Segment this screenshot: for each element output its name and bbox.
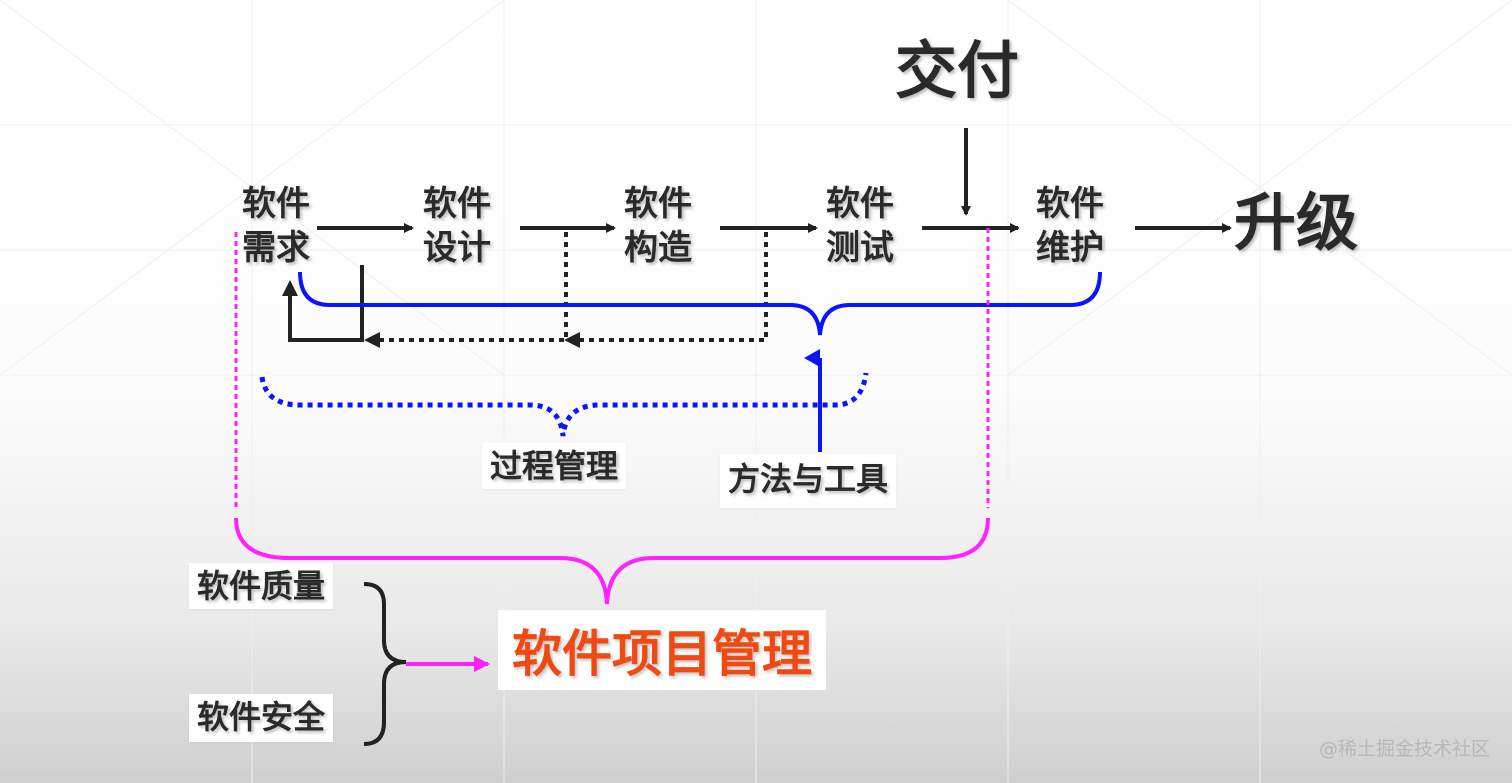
stage-construction: 软件 构造 xyxy=(624,184,692,268)
feedback-loop-arrowhead xyxy=(282,280,298,296)
project-brace xyxy=(234,517,990,605)
software-quality-label: 软件质量 xyxy=(189,563,334,610)
feedback-loop-solid xyxy=(288,265,364,342)
delivery-label: 交付 xyxy=(895,34,1020,107)
feedback-dotted-arrowhead-left xyxy=(364,332,380,348)
stage-design: 软件 设计 xyxy=(423,184,491,268)
stage-requirements: 软件 需求 xyxy=(242,184,310,268)
watermark: @稀土掘金技术社区 xyxy=(1318,738,1490,761)
methods-tools-brace xyxy=(298,271,1102,336)
upgrade-label: 升级 xyxy=(1234,186,1359,259)
process-management-label: 过程管理 xyxy=(482,443,627,490)
feedback-dotted-arrowhead-mid xyxy=(564,332,580,348)
stage-maintenance: 软件 维护 xyxy=(1036,184,1104,268)
quality-security-brace xyxy=(363,582,407,746)
project-management-title: 软件项目管理 xyxy=(498,610,826,690)
software-security-label: 软件安全 xyxy=(189,694,334,743)
stage-testing: 软件 测试 xyxy=(826,184,894,268)
process-management-brace xyxy=(259,372,869,437)
methods-tools-label: 方法与工具 xyxy=(720,454,897,509)
